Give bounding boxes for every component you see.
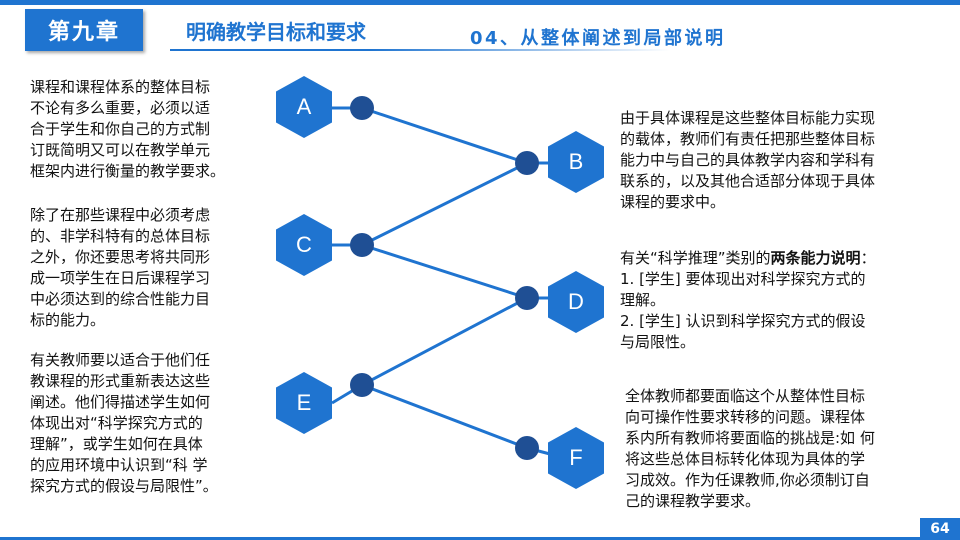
text-f-line: 向可操作性要求转移的问题。课程体 [625, 408, 866, 426]
dot-b [515, 151, 539, 175]
page-number-badge: 64 [920, 518, 960, 540]
text-a-line: 订既简明又可以在教学单元 [30, 141, 211, 159]
text-f-line: 全体教师都要面临这个从整体性目标 [625, 387, 866, 405]
dot-c [350, 233, 374, 257]
section-subtitle: 04、从整体阐述到局部说明 [470, 28, 726, 49]
text-a-line: 框架内进行衡量的教学要求。 [30, 162, 226, 180]
text-block-a: 课程和课程体系的整体目标 不论有多么重要，必须以适 合于学生和你自己的方式制 订… [30, 77, 275, 182]
node-a-hexagon: A [276, 76, 332, 138]
footer-accent-line [0, 537, 920, 540]
text-c-line: 除了在那些课程中必须考虑 [30, 206, 211, 224]
text-f-line: 系内所有教师将要面临的挑战是:如 何 [625, 429, 875, 447]
text-d-intro: 有关“科学推理”类别的两条能力说明： [620, 248, 950, 269]
text-e-line: 有关教师要以适合于他们任 [30, 351, 211, 369]
text-d-line: 2. [学生] 认识到科学探究方式的假设 [620, 312, 866, 330]
top-accent-line [0, 0, 960, 5]
text-c-line: 的、非学科特有的总体目标 [30, 227, 211, 245]
text-d-intro-bold: 两条能力说明 [770, 249, 861, 267]
node-c-hexagon: C [276, 214, 332, 276]
text-f-line: 习成效。作为任课教师,你必须制订自 [625, 471, 870, 489]
text-c-line: 标的能力。 [30, 311, 106, 329]
text-a-line: 课程和课程体系的整体目标 [30, 78, 211, 96]
header-underline [170, 49, 670, 51]
dot-e [350, 373, 374, 397]
node-e-hexagon: E [276, 372, 332, 434]
text-f-line: 己的课程教学要求。 [625, 492, 761, 510]
text-d-intro-start: 有关“科学推理”类别的 [620, 249, 771, 267]
text-d-line: 理解。 [620, 291, 666, 309]
text-e-line: 的应用环境中认识到“科 学 [30, 456, 208, 474]
section-title: 明确教学目标和要求 [186, 20, 366, 44]
dot-a [350, 96, 374, 120]
chapter-label: 第九章 [25, 9, 143, 51]
text-block-d: 有关“科学推理”类别的两条能力说明： 1. [学生] 要体现出对科学探究方式的 … [620, 248, 950, 353]
text-b-line: 联系的，以及其他合适部分体现于具体 [620, 172, 876, 190]
zigzag-line [360, 106, 529, 450]
text-e-line: 探究方式的假设与局限性”。 [30, 477, 218, 495]
text-b-line: 能力中与自己的具体教学内容和学科有 [620, 151, 876, 169]
text-a-line: 合于学生和你自己的方式制 [30, 120, 211, 138]
text-block-b: 由于具体课程是这些整体目标能力实现 的载体，教师们有责任把那些整体目标 能力中与… [620, 108, 940, 213]
text-b-line: 课程的要求中。 [620, 193, 726, 211]
text-d-line: 与局限性。 [620, 333, 696, 351]
text-block-f: 全体教师都要面临这个从整体性目标 向可操作性要求转移的问题。课程体 系内所有教师… [625, 386, 945, 512]
text-e-line: 教课程的形式重新表达这些 [30, 372, 211, 390]
text-b-line: 的载体，教师们有责任把那些整体目标 [620, 130, 876, 148]
text-c-line: 成一项学生在日后课程学习 [30, 269, 211, 287]
dot-f [515, 436, 539, 460]
text-block-e: 有关教师要以适合于他们任 教课程的形式重新表达这些 阐述。他们得描述学生如何 体… [30, 350, 275, 497]
text-block-c: 除了在那些课程中必须考虑 的、非学科特有的总体目标 之外，你还要思考将共同形 成… [30, 205, 275, 331]
text-c-line: 中必须达到的综合性能力目 [30, 290, 211, 308]
text-d-intro-end: ： [860, 249, 876, 267]
text-e-line: 阐述。他们得描述学生如何 [30, 393, 211, 411]
dot-d [515, 286, 539, 310]
text-f-line: 将这些总体目标转化体现为具体的学 [625, 450, 866, 468]
text-b-line: 由于具体课程是这些整体目标能力实现 [620, 109, 876, 127]
text-e-line: 理解”，或学生如何在具体 [30, 435, 203, 453]
text-e-line: 体现出对“科学探究方式的 [30, 414, 203, 432]
text-d-line: 1. [学生] 要体现出对科学探究方式的 [620, 270, 866, 288]
text-c-line: 之外，你还要思考将共同形 [30, 248, 211, 266]
text-a-line: 不论有多么重要，必须以适 [30, 99, 211, 117]
